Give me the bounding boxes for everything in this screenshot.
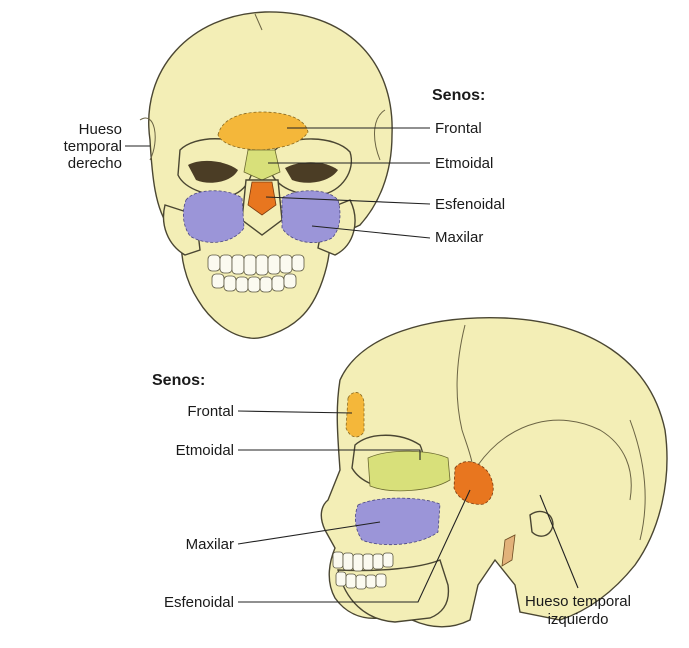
front-label-esfenoidal: Esfenoidal	[435, 196, 505, 213]
side-label-temporal-1: Hueso temporal	[525, 593, 631, 610]
side-maxilar-sinus	[355, 498, 440, 545]
side-skull	[321, 318, 667, 627]
front-skull	[140, 12, 392, 338]
front-label-etmoidal: Etmoidal	[435, 155, 493, 172]
side-leader-frontal	[238, 411, 352, 413]
side-label-frontal: Frontal	[187, 403, 234, 420]
front-label-temporal-1: Hueso	[79, 121, 122, 138]
side-heading: Senos:	[152, 372, 205, 389]
side-label-etmoidal: Etmoidal	[176, 442, 234, 459]
side-ear-opening	[530, 512, 553, 537]
side-label-esfenoidal: Esfenoidal	[164, 594, 234, 611]
side-frontal-sinus	[346, 392, 364, 437]
front-label-frontal: Frontal	[435, 120, 482, 137]
side-label-maxilar: Maxilar	[186, 536, 234, 553]
front-label-temporal-3: derecho	[68, 155, 122, 172]
front-label-maxilar: Maxilar	[435, 229, 483, 246]
side-etmoidal-sinus	[368, 451, 450, 491]
front-left-maxilar-sinus	[183, 191, 244, 243]
front-heading: Senos:	[432, 87, 485, 104]
front-label-temporal-2: temporal	[64, 138, 122, 155]
side-label-temporal-2: izquierdo	[548, 611, 609, 628]
